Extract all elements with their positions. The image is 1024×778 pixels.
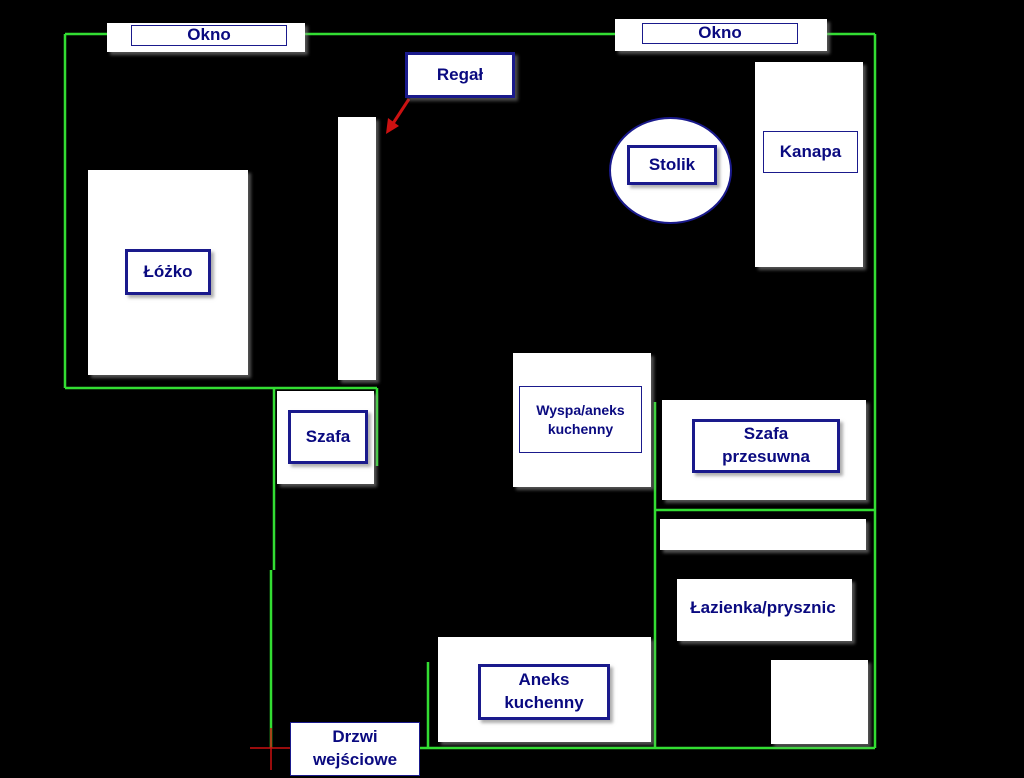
wardrobe-label: Szafa <box>288 410 368 464</box>
window-right-label: Okno <box>642 23 798 44</box>
door-corner-mark <box>250 728 290 770</box>
window-left-label: Okno <box>131 25 287 46</box>
shelf <box>338 117 376 380</box>
sofa: Kanapa <box>755 62 863 267</box>
shelf-label: Regał <box>405 52 515 98</box>
bathroom-counter <box>660 519 866 550</box>
shelf-arrow <box>386 98 411 134</box>
bathroom-label: Łazienka/prysznic <box>679 581 847 636</box>
shower-tray <box>771 660 868 744</box>
sofa-label: Kanapa <box>763 131 858 173</box>
table-label: Stolik <box>627 145 717 185</box>
entrance-door-label: Drzwi wejściowe <box>290 722 420 776</box>
kitchenette-label: Aneks kuchenny <box>478 664 610 720</box>
island-label: Wyspa/aneks kuchenny <box>519 386 642 453</box>
bed-label: Łóżko <box>125 249 211 295</box>
window-left: Okno <box>107 23 305 52</box>
window-right: Okno <box>615 19 827 51</box>
sliding-wardrobe-label: Szafa przesuwna <box>692 419 840 473</box>
kitchen-island: Wyspa/aneks kuchenny <box>513 353 651 487</box>
bathroom-box: Łazienka/prysznic <box>677 579 852 641</box>
